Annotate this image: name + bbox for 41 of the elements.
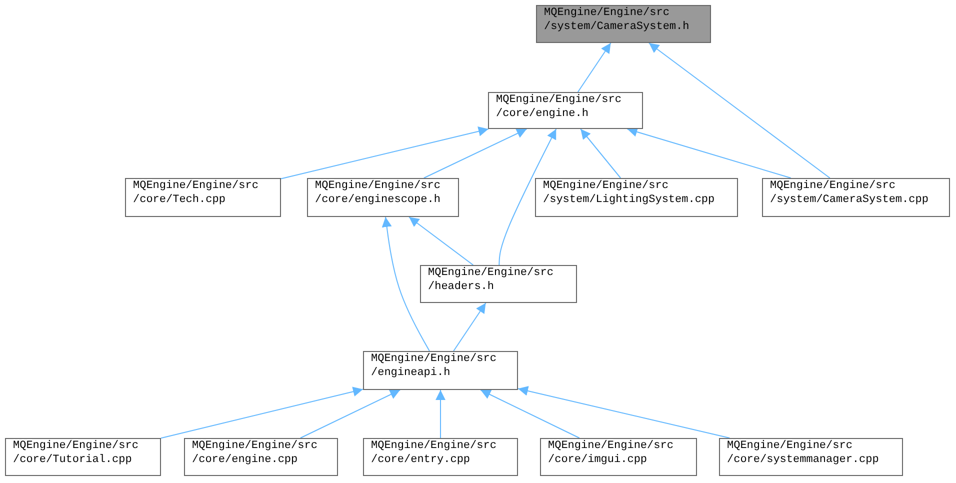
arrow <box>498 128 557 266</box>
arrow <box>160 386 364 439</box>
arrow <box>580 128 622 178</box>
file-box <box>762 178 950 217</box>
file-path: MQEngine/Engine/src /core/Tutorial.cpp <box>13 439 140 467</box>
file-path: MQEngine/Engine/src /core/imgui.cpp <box>548 439 674 467</box>
arrow <box>626 127 792 178</box>
file-path: MQEngine/Engine/src /core/engine.cpp <box>192 439 318 467</box>
file-box <box>420 265 577 303</box>
arrow <box>518 386 730 438</box>
file-path: MQEngine/Engine/src /core/entry.cpp <box>371 439 498 467</box>
arrow <box>436 390 446 438</box>
file-box <box>307 178 459 217</box>
arrow <box>423 128 528 178</box>
arrow <box>408 216 474 266</box>
file-path: MQEngine/Engine/src /core/engine.h <box>496 93 622 121</box>
arrow <box>453 302 486 352</box>
file-box <box>184 438 338 476</box>
arrow <box>577 42 612 92</box>
arrow <box>480 390 580 438</box>
arrow <box>382 216 430 352</box>
file-path: MQEngine/Engine/src /core/systemmanager.cpp <box>727 439 880 467</box>
file-box <box>488 92 643 129</box>
file-box <box>535 178 738 217</box>
arrow <box>280 126 489 180</box>
file-box <box>363 438 518 476</box>
arrow <box>648 42 830 178</box>
arrow <box>300 390 401 438</box>
file-box <box>5 438 161 476</box>
file-box <box>363 351 518 390</box>
file-box <box>540 438 697 476</box>
file-box <box>719 438 903 476</box>
file-path: MQEngine/Engine/src /headers.h <box>428 266 554 294</box>
file-path: MQEngine/Engine/src /system/LightingSystem.cpp <box>543 179 716 207</box>
file-path: MQEngine/Engine/src /core/Tech.cpp <box>133 179 260 207</box>
file-path: MQEngine/Engine/src /system/CameraSystem.h <box>544 6 690 34</box>
file-box <box>125 178 281 217</box>
highlighted-file-box <box>536 5 711 43</box>
file-path: MQEngine/Engine/src /core/enginescope.h <box>315 179 442 207</box>
file-path: MQEngine/Engine/src /system/CameraSystem.cpp <box>770 179 930 207</box>
file-path: MQEngine/Engine/src /engineapi.h <box>371 352 498 380</box>
